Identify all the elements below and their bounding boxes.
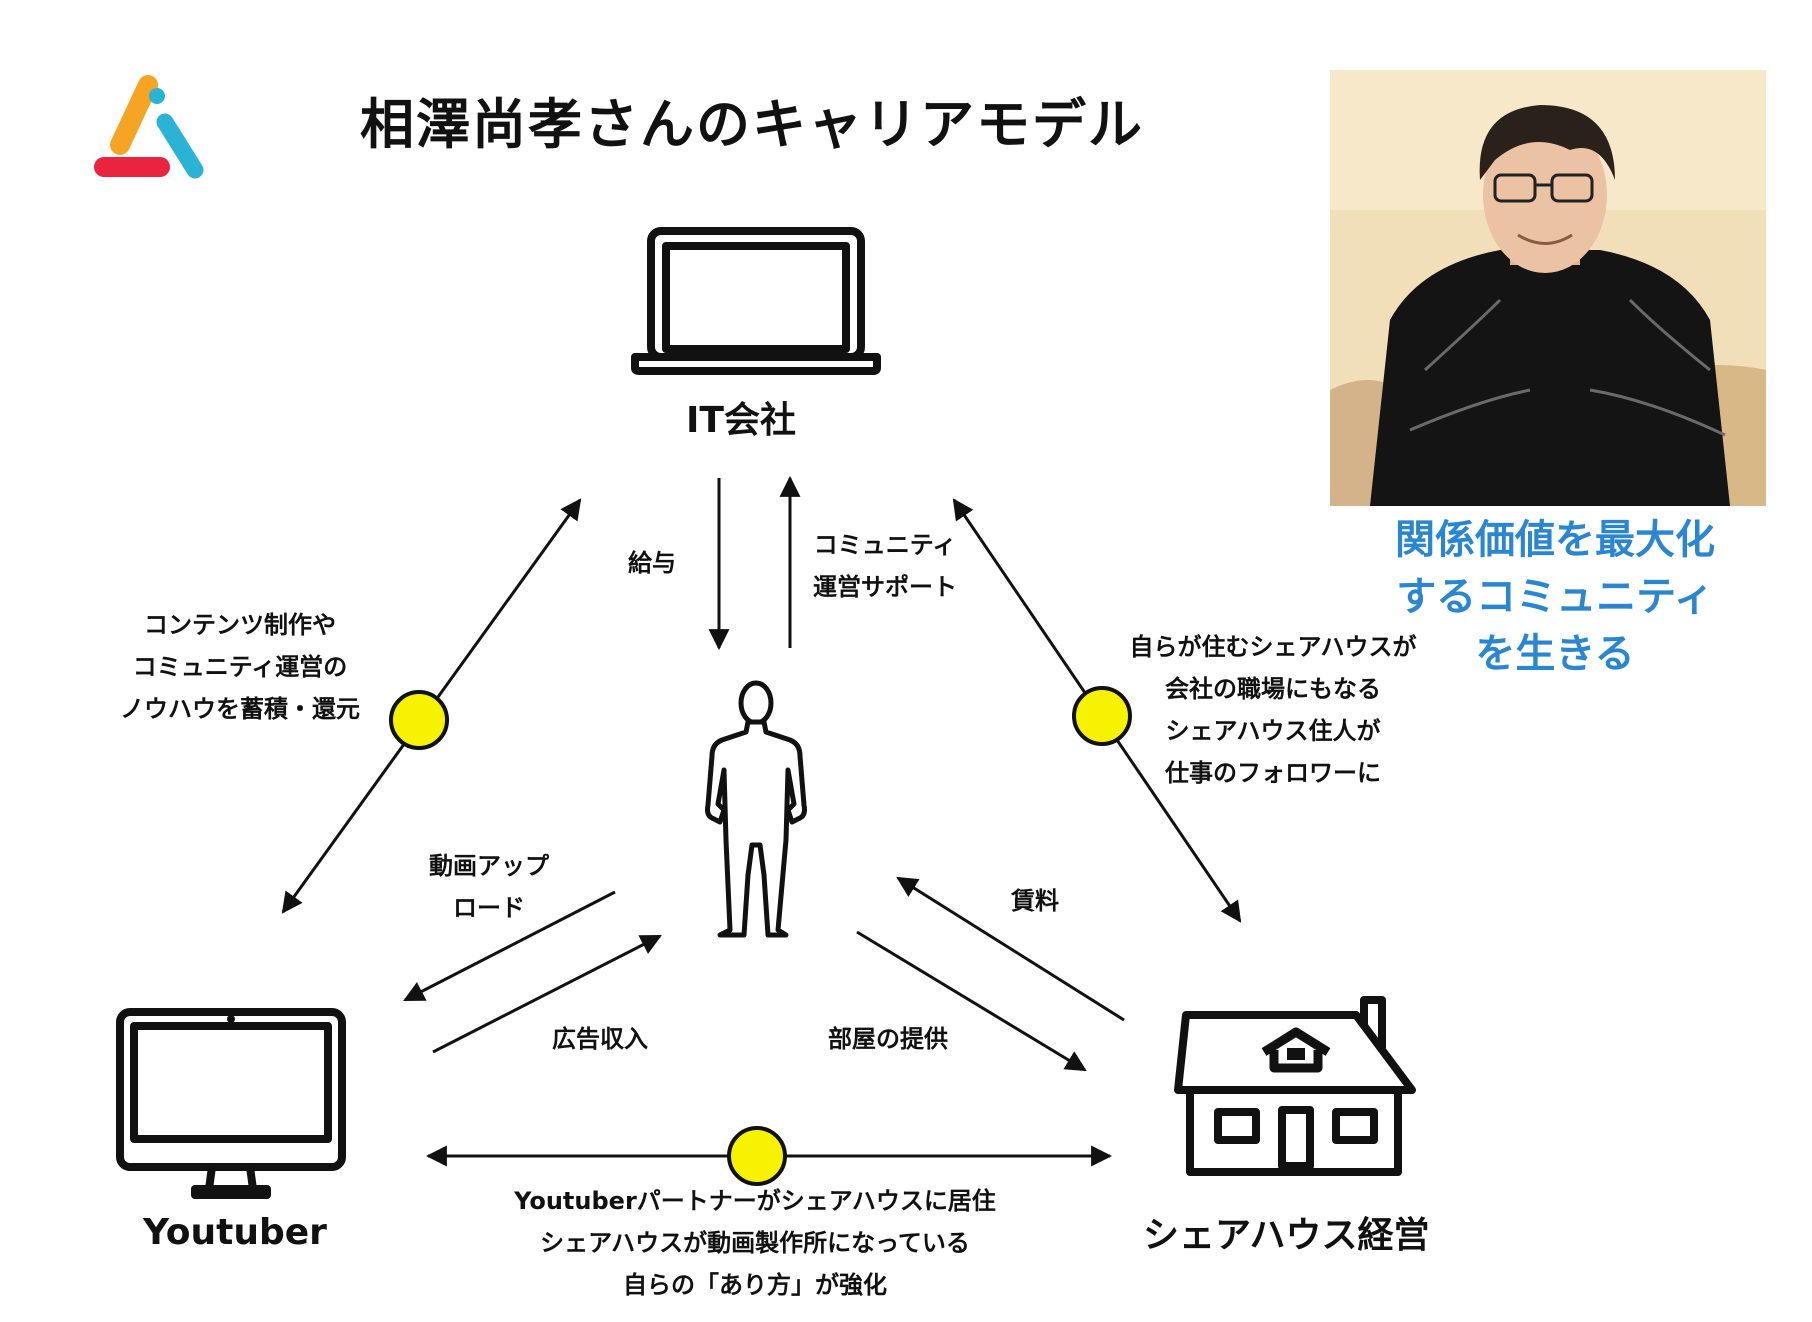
house-icon: [1174, 996, 1416, 1176]
room-offer-label: 部屋の提供: [828, 1025, 948, 1053]
ad-revenue-label: 広告収入: [552, 1025, 648, 1053]
tagline: 関係価値を最大化 するコミュニティ を生きる: [1360, 512, 1750, 683]
laptop-icon: [631, 227, 881, 375]
tagline-line: するコミュニティ: [1396, 574, 1714, 620]
synergy-label-right: 自らが住むシェアハウスが 会社の職場にもなる シェアハウス住人が 仕事のフォロワ…: [1108, 626, 1438, 794]
synergy-bottom-line: シェアハウスが動画製作所になっている: [540, 1229, 970, 1257]
synergy-label-left: コンテンツ制作や コミュニティ運営の ノウハウを蓄積・還元: [90, 604, 390, 730]
synergy-right-line: 自らが住むシェアハウスが: [1129, 633, 1417, 661]
tagline-line: 関係価値を最大化: [1395, 517, 1715, 563]
room-offer-arrow: [856, 930, 1087, 1072]
video-upload-arrow: [403, 890, 616, 1002]
synergy-right-line: シェアハウス住人が: [1165, 717, 1381, 745]
synergy-label-bottom: Youtuberパートナーがシェアハウスに居住 シェアハウスが動画製作所になって…: [450, 1180, 1060, 1306]
synergy-dot-right: [1072, 686, 1132, 746]
synergy-left-line: コミュニティ運営の: [132, 653, 348, 681]
rent-label: 賃料: [1011, 887, 1059, 915]
node-label-youtuber: Youtuber: [143, 1212, 327, 1253]
node-label-sharehouse: シェアハウス経営: [1143, 1215, 1430, 1256]
person-icon: [705, 680, 807, 938]
synergy-left-line: コンテンツ制作や: [144, 611, 336, 639]
node-label-it-company: IT会社: [686, 400, 796, 441]
video-upload-label-line: 動画アップ: [429, 852, 549, 880]
synergy-right-line: 会社の職場にもなる: [1165, 675, 1381, 703]
video-upload-label: 動画アップ ロード: [408, 845, 570, 929]
video-upload-label-line: ロード: [453, 894, 525, 922]
ad-revenue-arrow: [432, 934, 662, 1054]
synergy-left-line: ノウハウを蓄積・還元: [120, 695, 360, 723]
company-logo: [94, 75, 204, 179]
salary-label: 給与: [628, 549, 676, 577]
synergy-dot-left: [389, 690, 449, 750]
page-title: 相澤尚孝さんのキャリアモデル: [360, 93, 1144, 156]
profile-photo: [1330, 70, 1766, 506]
synergy-bottom-line: Youtuberパートナーがシェアハウスに居住: [514, 1187, 996, 1215]
rent-arrow: [896, 876, 1125, 1022]
community-support-label-line: 運営サポート: [813, 573, 957, 601]
community-support-label: コミュニティ 運営サポート: [800, 524, 970, 608]
community-support-label-line: コミュニティ: [813, 531, 957, 559]
monitor-icon: [116, 1008, 346, 1199]
tagline-line: を生きる: [1475, 631, 1635, 677]
synergy-dot-bottom: [727, 1126, 787, 1186]
synergy-right-line: 仕事のフォロワーに: [1165, 759, 1381, 787]
synergy-bottom-line: 自らの「あり方」が強化: [623, 1271, 887, 1299]
